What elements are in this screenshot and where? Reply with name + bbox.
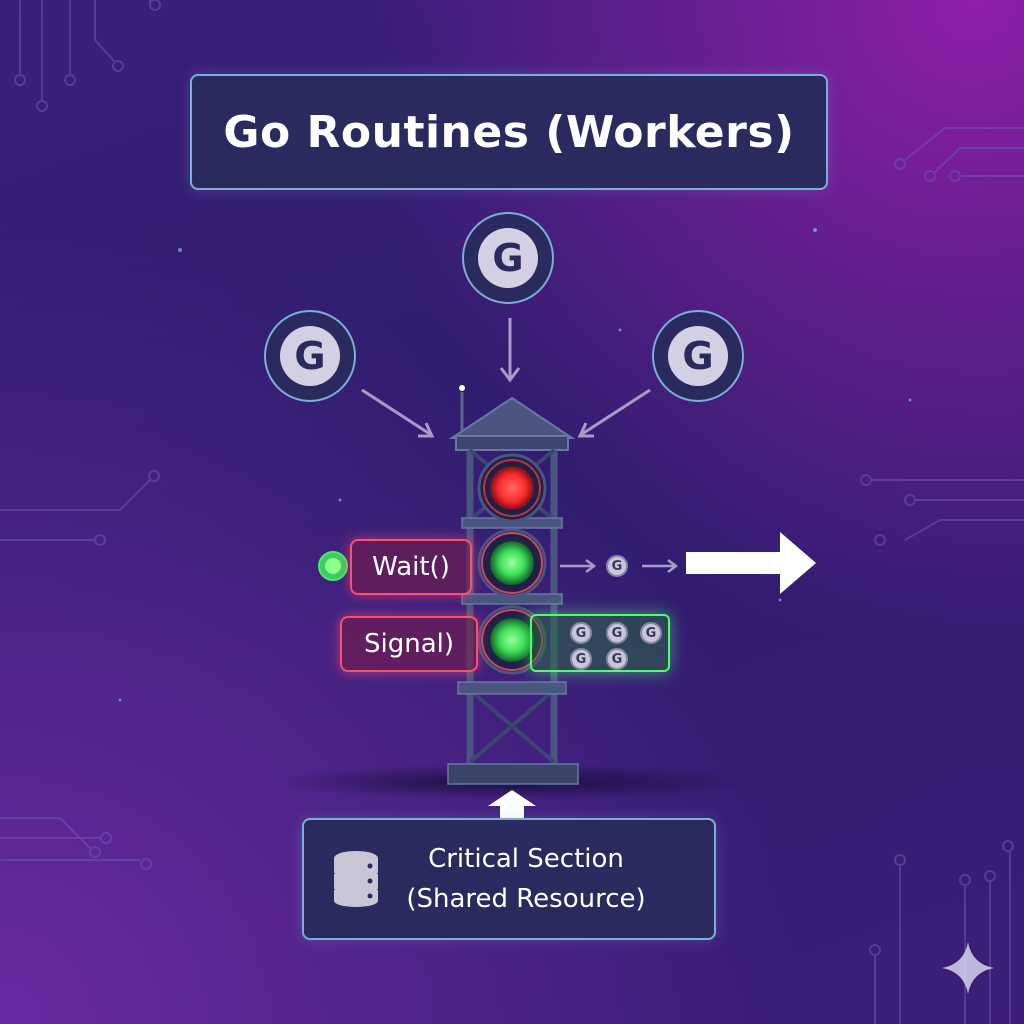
arrow-up-icon xyxy=(488,790,536,818)
arrow-left-worker-icon xyxy=(361,388,435,438)
goroutine-icon: G xyxy=(570,622,592,644)
goroutine-icon: G xyxy=(606,555,628,577)
database-icon xyxy=(334,851,378,907)
critical-section-label: Critical Section xyxy=(428,844,624,874)
goroutine-node-left: G xyxy=(264,310,356,402)
signal-tag: Signal) xyxy=(340,616,478,672)
goroutine-icon: G xyxy=(280,326,340,386)
goroutine-icon: G xyxy=(606,622,628,644)
arrow-down-icon xyxy=(499,318,521,383)
wait-tag: Wait() xyxy=(350,539,472,595)
sparkle-icon xyxy=(942,942,994,994)
shared-resource-label: (Shared Resource) xyxy=(406,884,646,914)
arrow-right-worker-icon xyxy=(577,388,651,438)
signal-label: Signal) xyxy=(363,629,454,659)
goroutine-icon: G xyxy=(478,228,538,288)
title-panel: Go Routines (Workers) xyxy=(190,74,828,190)
goroutine-icon: G xyxy=(640,622,662,644)
resource-text: Critical Section (Shared Resource) xyxy=(406,839,645,919)
goroutine-node-top: G xyxy=(462,212,554,304)
green-light-signal xyxy=(490,618,534,662)
arrow-right-icon xyxy=(686,532,816,594)
diagram-title: Go Routines (Workers) xyxy=(223,106,795,158)
critical-section-panel: Critical Section (Shared Resource) xyxy=(302,818,716,940)
green-light-wait xyxy=(490,541,534,585)
goroutine-icon: G xyxy=(668,326,728,386)
goroutine-icon: G xyxy=(570,648,592,670)
goroutine-node-right: G xyxy=(652,310,744,402)
waiting-queue: G G G G G xyxy=(530,614,670,672)
wait-label: Wait() xyxy=(372,552,450,582)
red-light xyxy=(490,466,534,510)
goroutine-icon: G xyxy=(606,648,628,670)
